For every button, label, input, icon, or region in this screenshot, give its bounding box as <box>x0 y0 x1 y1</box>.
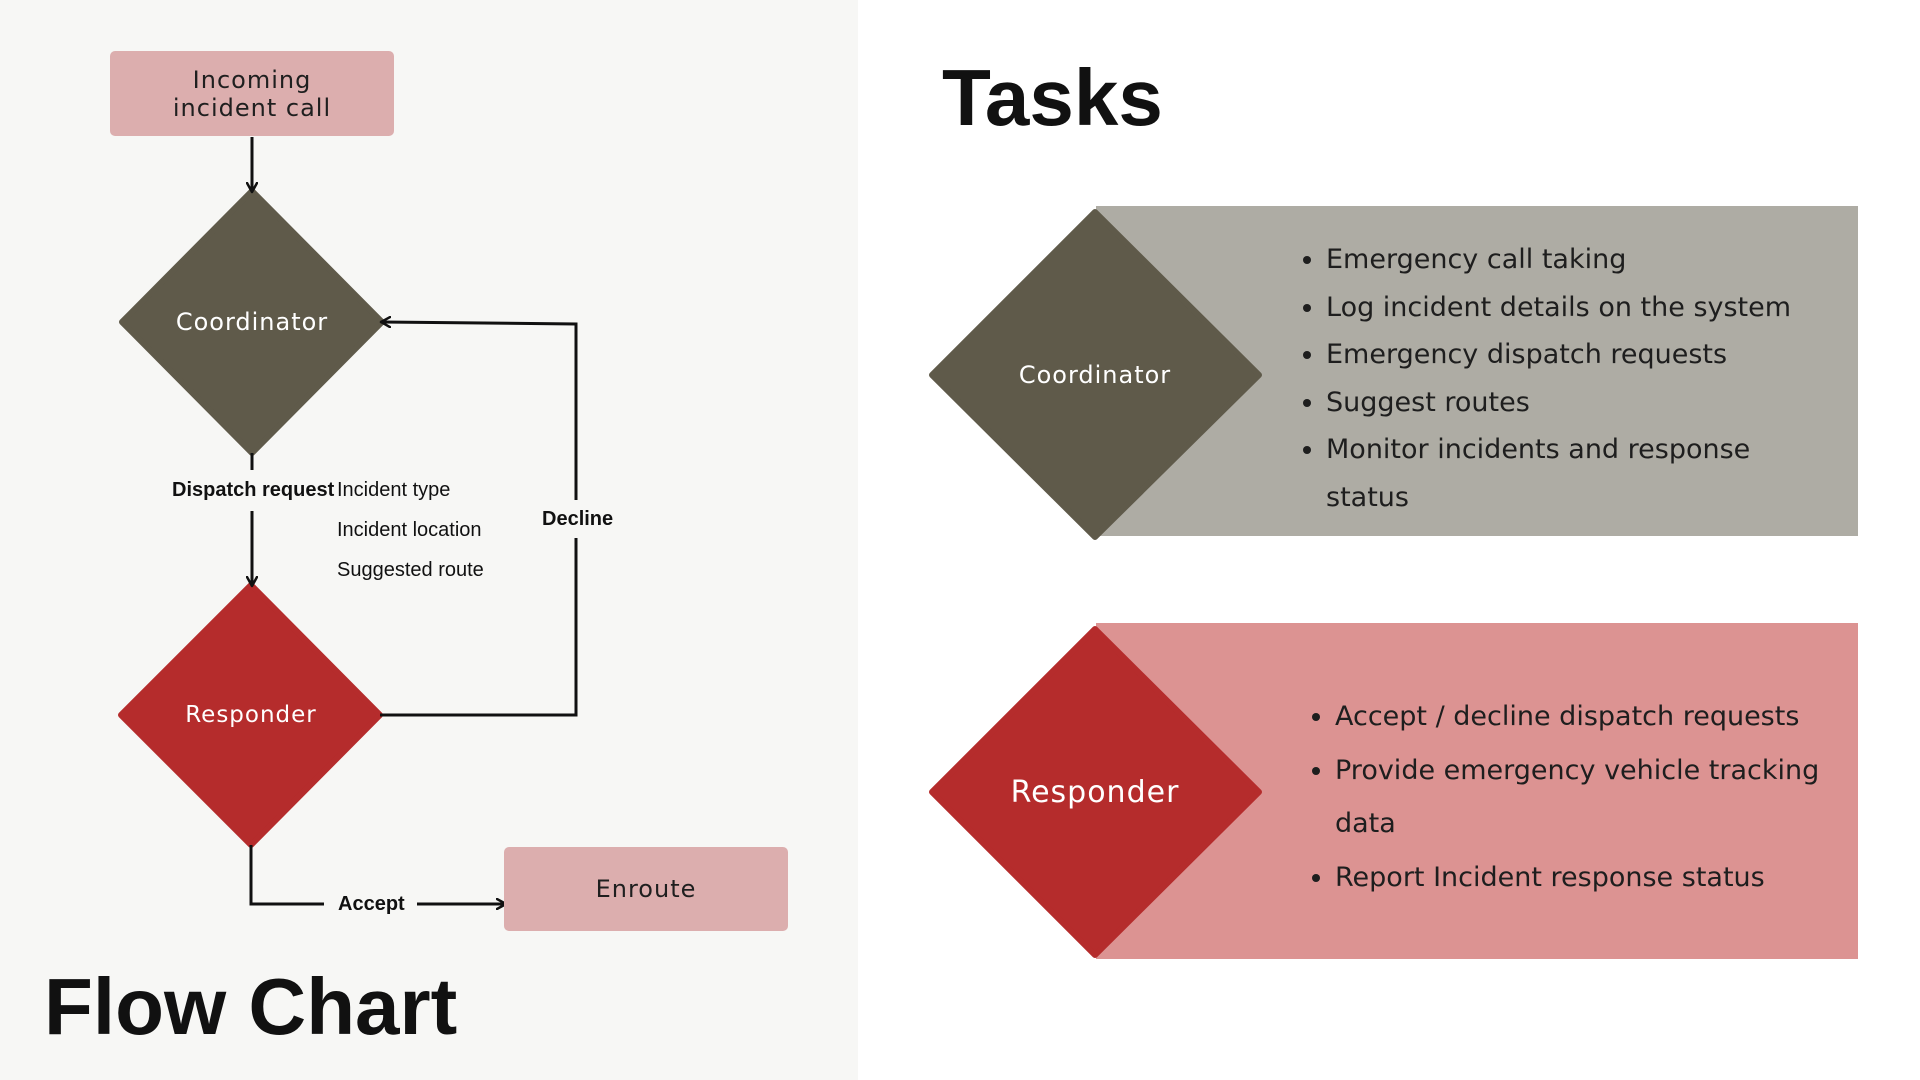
decline-line-lower <box>380 538 578 717</box>
enroute-label: Enroute <box>595 875 697 903</box>
tasks-title: Tasks <box>942 53 1163 142</box>
accept-label: Accept <box>338 893 405 915</box>
responder-label: Responder <box>185 702 317 728</box>
coordinator-task-diamond <box>929 209 1262 540</box>
responder-task-list: Accept / decline dispatch requests Provi… <box>1307 690 1855 904</box>
list-item: Monitor incidents and response status <box>1326 426 1756 521</box>
list-item: Log incident details on the system <box>1326 284 1846 332</box>
accept-line-left <box>249 845 324 906</box>
incoming-call-label: Incoming incident call <box>172 65 332 122</box>
dispatch-request-label: Dispatch request <box>172 479 335 501</box>
list-item: Suggest routes <box>1326 379 1846 427</box>
list-item: Accept / decline dispatch requests <box>1335 690 1855 744</box>
coordinator-label: Coordinator <box>175 308 329 336</box>
list-item: Emergency call taking <box>1326 236 1846 284</box>
list-item: Emergency dispatch requests <box>1326 331 1846 379</box>
responder-task-role: Responder <box>1010 774 1180 810</box>
coordinator-task-role: Coordinator <box>1018 361 1172 389</box>
responder-task-diamond <box>929 626 1262 958</box>
decline-label: Decline <box>542 508 614 530</box>
list-item: Provide emergency vehicle tracking data <box>1335 744 1825 851</box>
decline-line-upper <box>382 322 578 500</box>
dispatch-detail-incident-type: Incident type <box>337 479 451 501</box>
dispatch-detail-suggested-route: Suggested route <box>337 559 484 581</box>
list-item: Report Incident response status <box>1335 851 1855 905</box>
dispatch-detail-incident-location: Incident location <box>337 519 482 541</box>
incoming-call-box: Incoming incident call <box>110 51 394 136</box>
flowchart-title: Flow Chart <box>44 962 458 1051</box>
coordinator-task-list: Emergency call taking Log incident detai… <box>1298 236 1846 521</box>
enroute-box: Enroute <box>504 847 788 931</box>
